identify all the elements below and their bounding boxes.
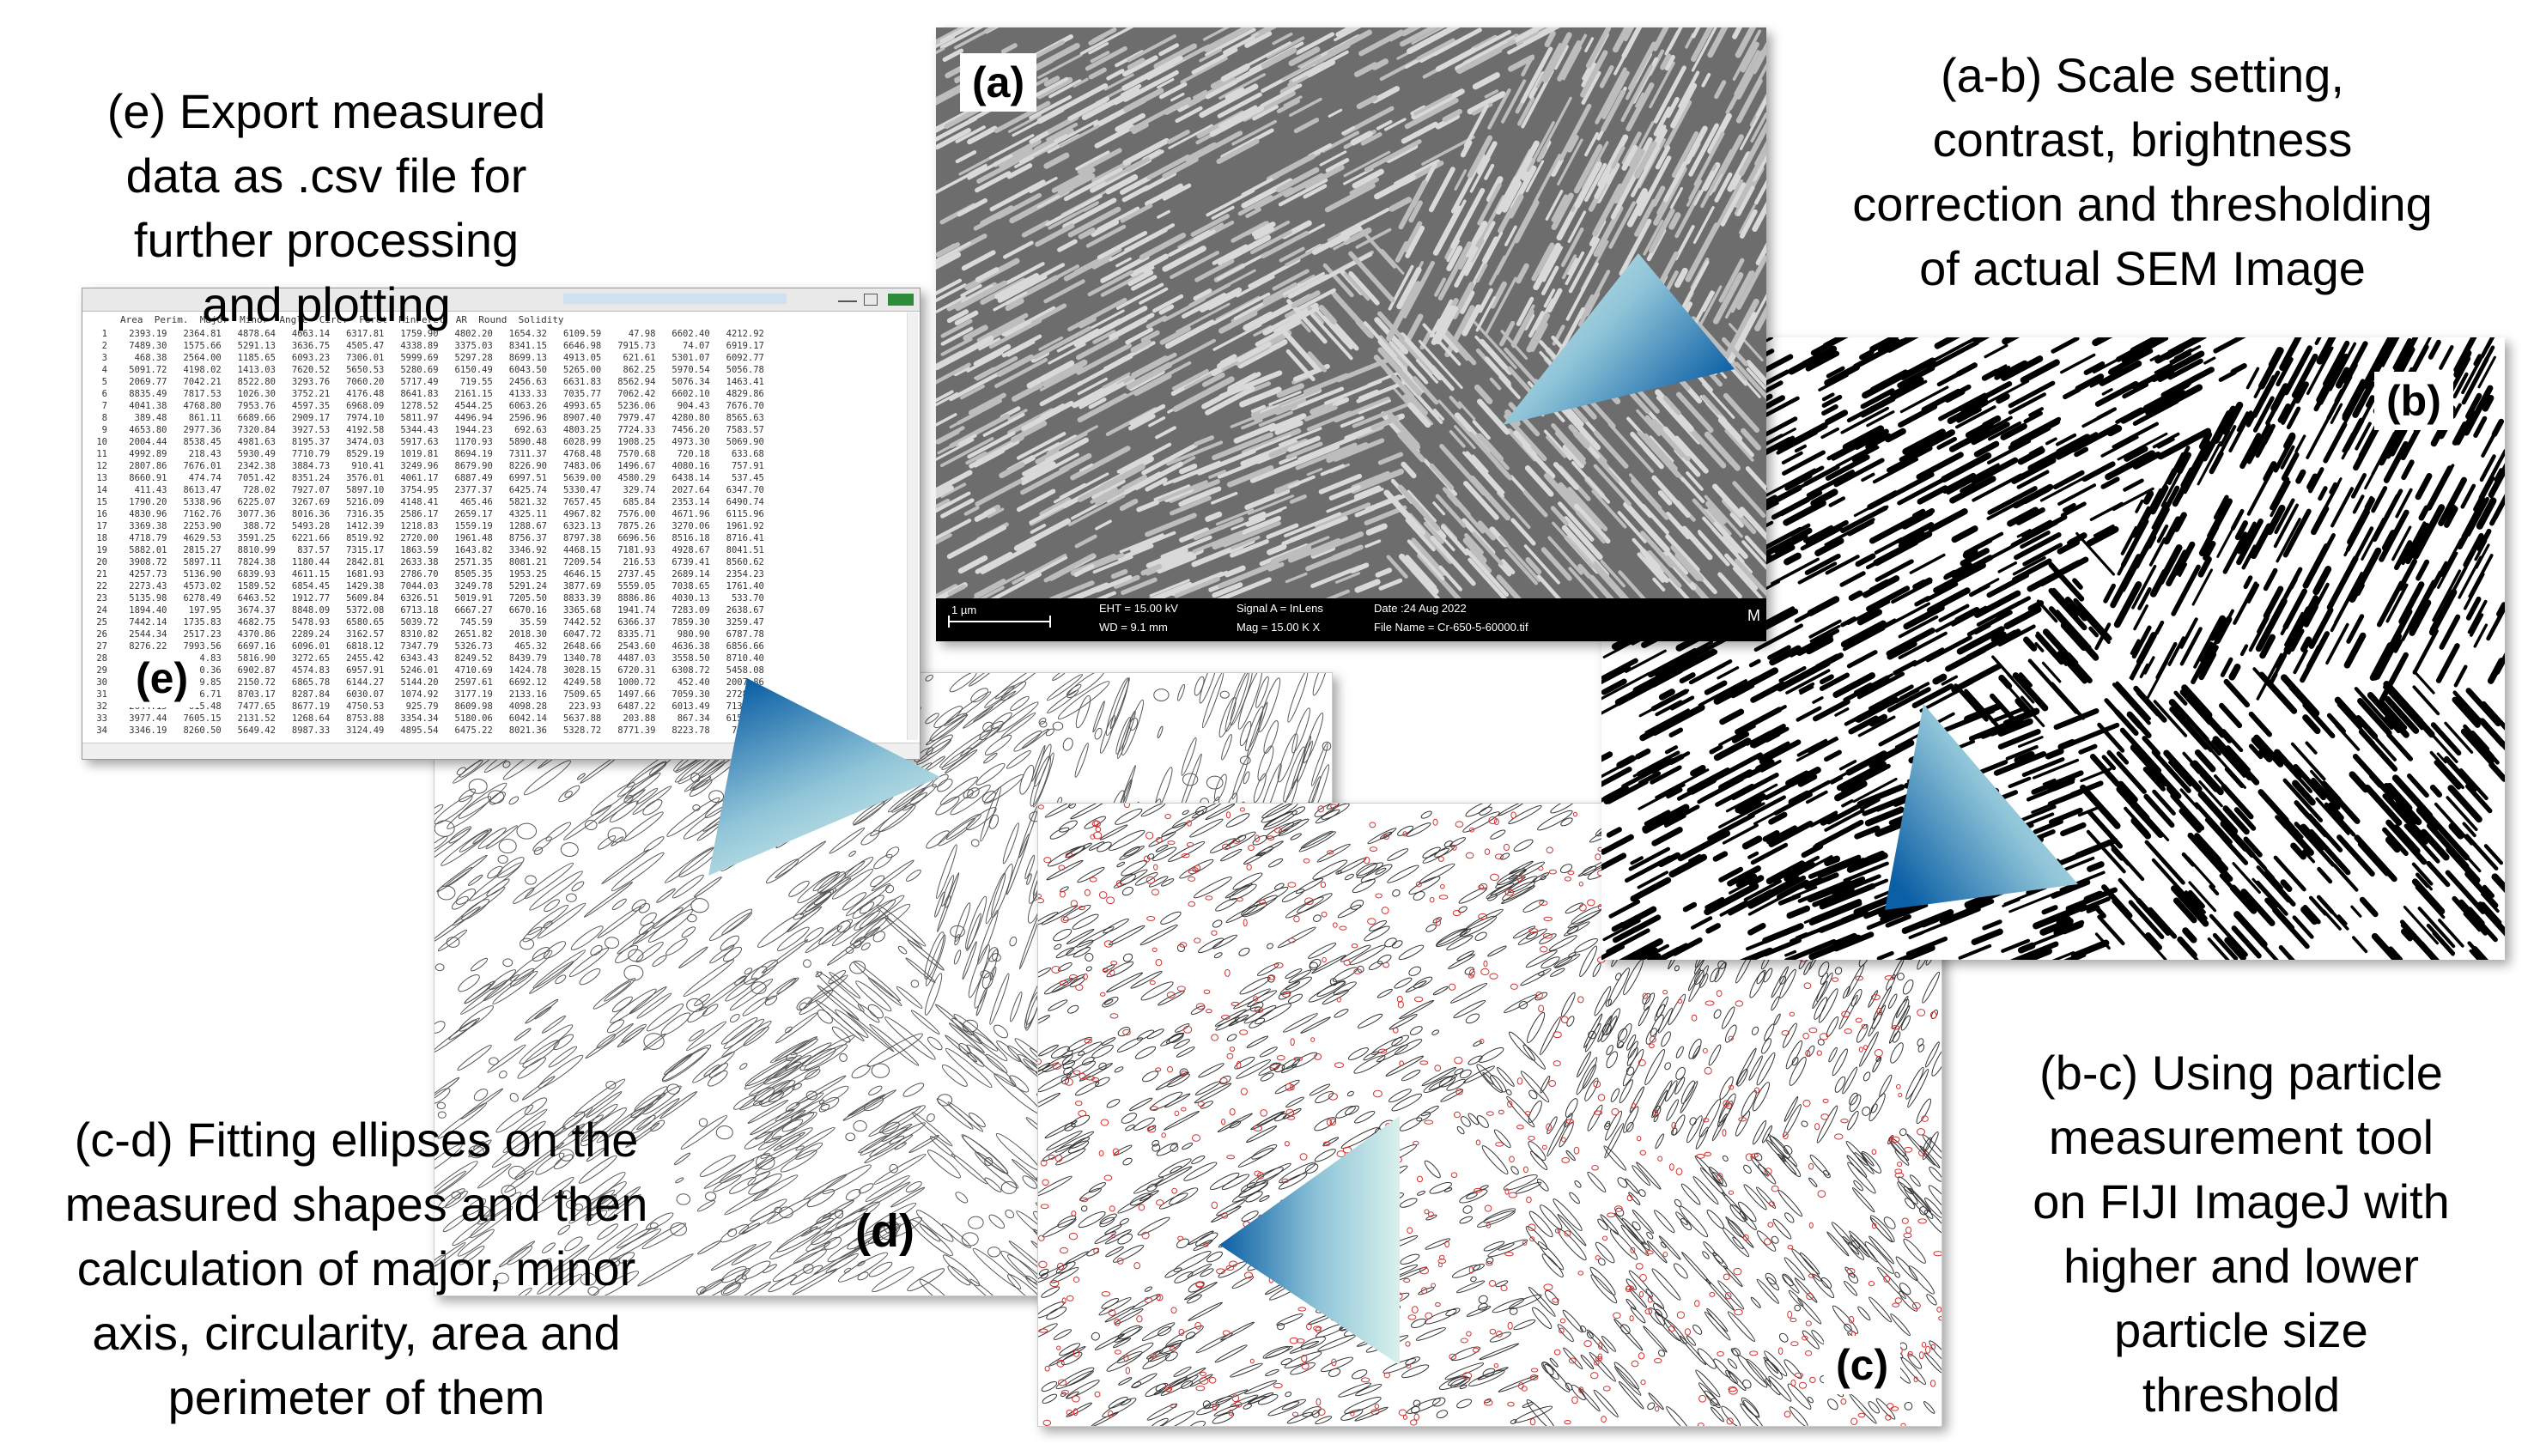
caption-line: (b-c) Using particle [2039, 1046, 2443, 1100]
caption-line: of actual SEM Image [1919, 241, 2366, 295]
caption-line: (a-b) Scale setting, [1941, 48, 2344, 102]
caption-line: and plotting [202, 277, 451, 331]
scale-bar-tick-right [1049, 616, 1051, 628]
caption-ellipse-fitting: (c-d) Fitting ellipses on the measured sh… [17, 1107, 696, 1429]
caption-line: contrast, brightness [1932, 112, 2353, 167]
panel-b-label: (b) [2374, 372, 2453, 430]
scale-bar [948, 621, 1051, 622]
scale-bar-label: 1 µm [951, 604, 977, 616]
caption-scale-threshold: (a-b) Scale setting, contrast, brightness… [1769, 43, 2516, 300]
close-button[interactable] [888, 294, 914, 306]
panel-e-csv-window: Area Perim. Major Minor Angle Circ. Fere… [82, 288, 921, 760]
csv-data-rows: 1 2393.19 2364.81 4878.64 4663.14 6317.8… [96, 329, 764, 736]
eht-value: EHT = 15.00 kV [1099, 602, 1178, 615]
toolbar-strip [563, 294, 787, 304]
status-bar [82, 743, 920, 759]
caption-line: measurement tool [2048, 1110, 2434, 1164]
caption-line: higher and lower [2063, 1239, 2420, 1293]
panel-a-label: (a) [960, 53, 1037, 112]
caption-line: perimeter of them [167, 1370, 545, 1424]
caption-line: threshold [2142, 1368, 2341, 1422]
mag-value: Mag = 15.00 K X [1237, 621, 1321, 634]
caption-particle-measurement: (b-c) Using particle measurement tool on F… [1975, 1040, 2507, 1427]
caption-line: on FIJI ImageJ with [2033, 1174, 2450, 1228]
caption-line: measured shapes and then [64, 1177, 648, 1231]
panel-e-label: (e) [124, 649, 201, 707]
signal-value: Signal A = InLens [1237, 602, 1323, 615]
scale-bar-tick-left [948, 616, 950, 628]
arrow-d-to-e [708, 678, 940, 876]
caption-line: particle size [2114, 1303, 2368, 1357]
arrow-a-to-b [1503, 253, 1735, 425]
csv-column-header: Area Perim. Major Minor Angle Circ. Fere… [120, 314, 564, 325]
arrow-c-to-d [1219, 1116, 1400, 1365]
arrow-d-to-e-shape [708, 678, 940, 876]
caption-line: further processing [133, 213, 520, 267]
caption-line: axis, circularity, area and [92, 1306, 621, 1360]
vertical-scrollbar[interactable] [907, 312, 918, 740]
caption-export: (e) Export measured data as .csv file for… [69, 79, 584, 337]
wd-value: WD = 9.1 mm [1099, 621, 1168, 634]
arrow-b-to-c-shape [1885, 704, 2078, 910]
panel-c-label: (c) [1824, 1336, 1901, 1394]
sem-info-bar: 1 µm EHT = 15.00 kV WD = 9.1 mm Signal A… [936, 598, 1766, 641]
date-value: Date :24 Aug 2022 [1374, 602, 1467, 615]
panel-d-label: (d) [855, 1205, 915, 1257]
maximize-button[interactable] [864, 294, 878, 306]
caption-line: calculation of major, minor [76, 1241, 636, 1295]
caption-line: (e) Export measured [106, 84, 546, 138]
window-title-bar [82, 288, 920, 312]
arrow-c-to-d-shape [1219, 1116, 1400, 1365]
logo-letter: M [1747, 607, 1760, 624]
caption-line: correction and thresholding [1852, 177, 2433, 231]
arrow-a-to-b-shape [1503, 253, 1735, 425]
file-name-value: File Name = Cr-650-5-60000.tif [1374, 621, 1528, 634]
arrow-b-to-c [1885, 704, 2078, 910]
caption-line: (c-d) Fitting ellipses on the [74, 1113, 639, 1167]
minimize-button[interactable] [838, 294, 857, 302]
caption-line: data as .csv file for [125, 149, 527, 203]
